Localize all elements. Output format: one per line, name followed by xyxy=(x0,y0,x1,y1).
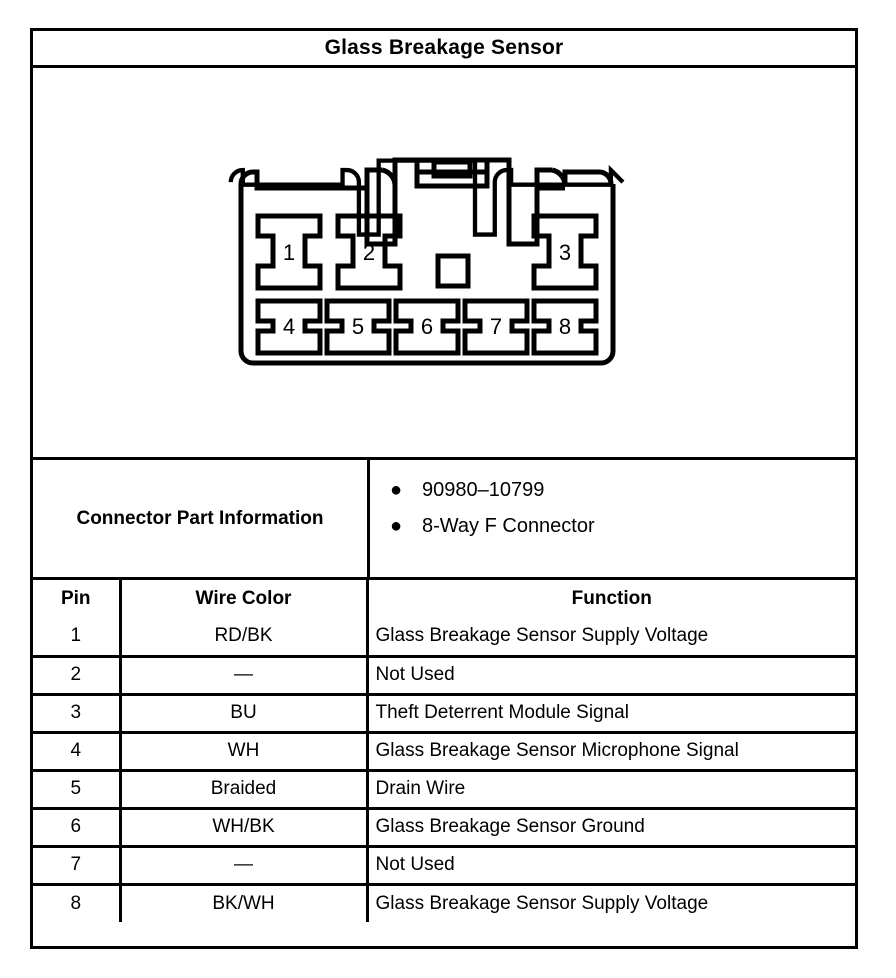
connector-part-information-values: ● 90980–10799 ● 8-Way F Connector xyxy=(370,460,855,577)
cell-function: Not Used xyxy=(367,656,855,696)
bullet-icon: ● xyxy=(389,479,403,501)
pin-label-6: 6 xyxy=(421,314,433,339)
table-row: 4 WH Glass Breakage Sensor Microphone Si… xyxy=(33,732,855,772)
cell-function: Glass Breakage Sensor Supply Voltage xyxy=(367,618,855,658)
cell-function: Glass Breakage Sensor Ground xyxy=(367,808,855,848)
cell-wire-color: Braided xyxy=(120,770,369,810)
cell-pin: 4 xyxy=(33,732,122,772)
connector-datasheet: Glass Breakage Sensor xyxy=(30,28,858,949)
pin-label-2: 2 xyxy=(363,240,375,265)
cell-wire-color: RD/BK xyxy=(120,618,369,658)
cell-wire-color: — xyxy=(120,656,369,696)
table-header-row: Pin Wire Color Function xyxy=(33,580,855,618)
cell-function: Theft Deterrent Module Signal xyxy=(367,694,855,734)
column-header-wire-color: Wire Color xyxy=(120,580,369,618)
cell-function: Not Used xyxy=(367,846,855,886)
connector-type: 8-Way F Connector xyxy=(422,514,595,537)
page-title: Glass Breakage Sensor xyxy=(324,36,564,59)
table-row: 5 Braided Drain Wire xyxy=(33,770,855,810)
cell-pin: 3 xyxy=(33,694,122,734)
pin-label-1: 1 xyxy=(283,240,295,265)
table-row: 7 — Not Used xyxy=(33,846,855,886)
table-row: 8 BK/WH Glass Breakage Sensor Supply Vol… xyxy=(33,884,855,922)
cell-wire-color: WH/BK xyxy=(120,808,369,848)
connector-part-number: 90980–10799 xyxy=(422,478,545,501)
cell-pin: 5 xyxy=(33,770,122,810)
connector-face-drawing: 1 2 3 4 5 6 7 8 xyxy=(228,157,625,366)
connector-part-information-band: Connector Part Information ● 90980–10799… xyxy=(33,460,855,580)
list-item: ● 90980–10799 xyxy=(370,472,855,508)
pin-label-4: 4 xyxy=(283,314,295,339)
table-row: 2 — Not Used xyxy=(33,656,855,696)
sheet-title-band: Glass Breakage Sensor xyxy=(33,31,855,68)
cell-pin: 6 xyxy=(33,808,122,848)
pin-label-8: 8 xyxy=(559,314,571,339)
list-item: ● 8-Way F Connector xyxy=(370,508,855,544)
table-row: 6 WH/BK Glass Breakage Sensor Ground xyxy=(33,808,855,848)
cell-wire-color: BK/WH xyxy=(120,884,369,922)
connector-part-information-label: Connector Part Information xyxy=(76,507,324,529)
column-header-function: Function xyxy=(571,588,652,609)
column-header-pin: Pin xyxy=(33,580,122,618)
cell-function: Glass Breakage Sensor Microphone Signal xyxy=(367,732,855,772)
pin-label-5: 5 xyxy=(352,314,364,339)
cell-pin: 7 xyxy=(33,846,122,886)
cell-pin: 1 xyxy=(33,618,122,658)
pin-function-table: Pin Wire Color Function 1 RD/BK Glass Br… xyxy=(33,580,855,922)
connector-figure-band: 1 2 3 4 5 6 7 8 xyxy=(33,68,855,460)
bullet-icon: ● xyxy=(389,515,403,537)
cell-wire-color: WH xyxy=(120,732,369,772)
pin-label-7: 7 xyxy=(490,314,502,339)
pin-label-3: 3 xyxy=(559,240,571,265)
cell-function: Drain Wire xyxy=(367,770,855,810)
cell-wire-color: — xyxy=(120,846,369,886)
cell-wire-color: BU xyxy=(120,694,369,734)
connector-part-information-label-cell: Connector Part Information xyxy=(33,460,370,577)
cell-pin: 8 xyxy=(33,884,122,922)
alignment-aperture xyxy=(435,253,471,289)
cell-pin: 2 xyxy=(33,656,122,696)
cell-function: Glass Breakage Sensor Supply Voltage xyxy=(375,892,709,914)
connector-figure: 1 2 3 4 5 6 7 8 xyxy=(33,68,855,457)
table-row: 3 BU Theft Deterrent Module Signal xyxy=(33,694,855,734)
table-row: 1 RD/BK Glass Breakage Sensor Supply Vol… xyxy=(33,618,855,658)
